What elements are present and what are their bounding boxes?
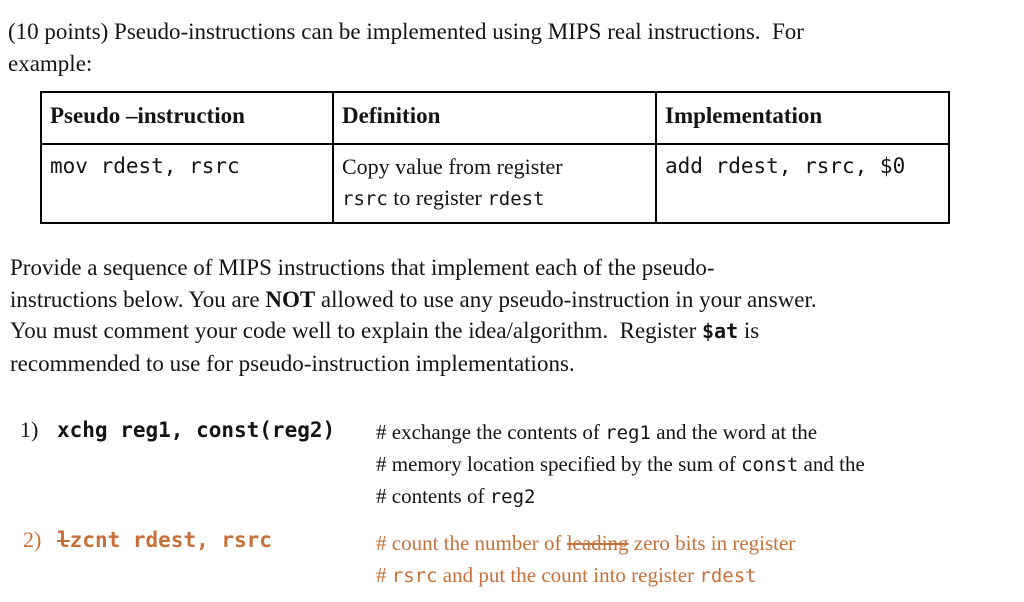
comment-segment: # [376,563,392,587]
item2-comment-line-1: # count the number of leading zero bits … [376,527,795,559]
table-header-implementation: Implementation [655,91,950,145]
prompt-line-2: instructions below. You are NOT allowed … [10,284,817,316]
definition-code-rdest: rdest [487,188,545,210]
comment-segment: # exchange the contents of [376,420,606,444]
cell-definition: Copy value from register rsrc to registe… [332,143,657,224]
cell-pseudo-instruction: mov rdest, rsrc [40,143,334,224]
prompt-line-4: recommended to use for pseudo-instructio… [10,350,575,376]
comment-struck-leading: leading [566,531,629,555]
intro-line-1: (10 points) Pseudo-instructions can be i… [8,19,804,44]
item1-comment-line-2: # memory location specified by the sum o… [376,449,865,481]
item1-comment-line-1: # exchange the contents of reg1 and the … [376,417,865,449]
comment-segment: # contents of [376,484,490,508]
cell-implementation: add rdest, rsrc, $0 [655,143,950,224]
item1-comment-line-3: # contents of reg2 [376,481,865,513]
comment-code-reg2: reg2 [489,486,536,508]
table-header-definition: Definition [332,91,657,145]
item1-number: 1) [20,417,39,442]
prompt-segment: You must comment your code well to expla… [10,318,703,343]
definition-line-2: rsrc to register rdest [342,182,647,215]
question-intro: (10 points) Pseudo-instructions can be i… [8,16,804,80]
item2-code-rest: zcnt rdest, rsrc [69,528,272,552]
comment-segment: # count the number of [376,531,567,555]
item1-comments: # exchange the contents of reg1 and the … [376,417,865,513]
prompt-paragraph: Provide a sequence of MIPS instructions … [10,252,817,379]
example-table-wrapper: Pseudo –instruction Definition Implement… [40,91,950,224]
prompt-line-1: Provide a sequence of MIPS instructions … [10,255,715,280]
table-row: mov rdest, rsrc Copy value from register… [40,143,950,224]
prompt-segment: instructions below. You are [10,286,266,312]
comment-code-const: const [741,454,799,476]
comment-segment: and the word at the [650,420,818,444]
table-header-row: Pseudo –instruction Definition Implement… [40,91,950,145]
comment-code-rdest: rdest [699,565,757,587]
comment-code-rsrc: rsrc [391,565,438,587]
item1-code: xchg reg1, const(reg2) [57,418,336,442]
comment-segment: zero bits in register [628,531,796,555]
definition-segment: to register [387,185,488,210]
comment-segment: and the [798,452,865,476]
item2-comment-line-2: # rsrc and put the count into register r… [376,559,795,592]
prompt-not-emphasis: NOT [265,286,316,312]
comment-segment: and put the count into register [437,563,700,587]
table-header-pseudo-instruction: Pseudo –instruction [40,91,334,145]
item2-code: lzcnt rdest, rsrc [57,528,272,552]
prompt-line-3: You must comment your code well to expla… [10,315,817,348]
intro-line-2: example: [8,51,93,76]
comment-segment: # memory location specified by the sum o… [376,452,742,476]
item2-code-struck-letter: l [57,528,70,552]
example-table: Pseudo –instruction Definition Implement… [40,91,950,224]
prompt-at-register-code: $at [702,319,739,343]
prompt-segment: is [738,318,760,343]
prompt-segment: allowed to use any pseudo-instruction in… [315,286,817,312]
item2-comments: # count the number of leading zero bits … [376,527,795,592]
comment-code-reg1: reg1 [605,422,651,444]
definition-line-1: Copy value from register [342,154,563,179]
definition-code-rsrc: rsrc [342,188,388,210]
item2-number: 2) [23,527,42,552]
